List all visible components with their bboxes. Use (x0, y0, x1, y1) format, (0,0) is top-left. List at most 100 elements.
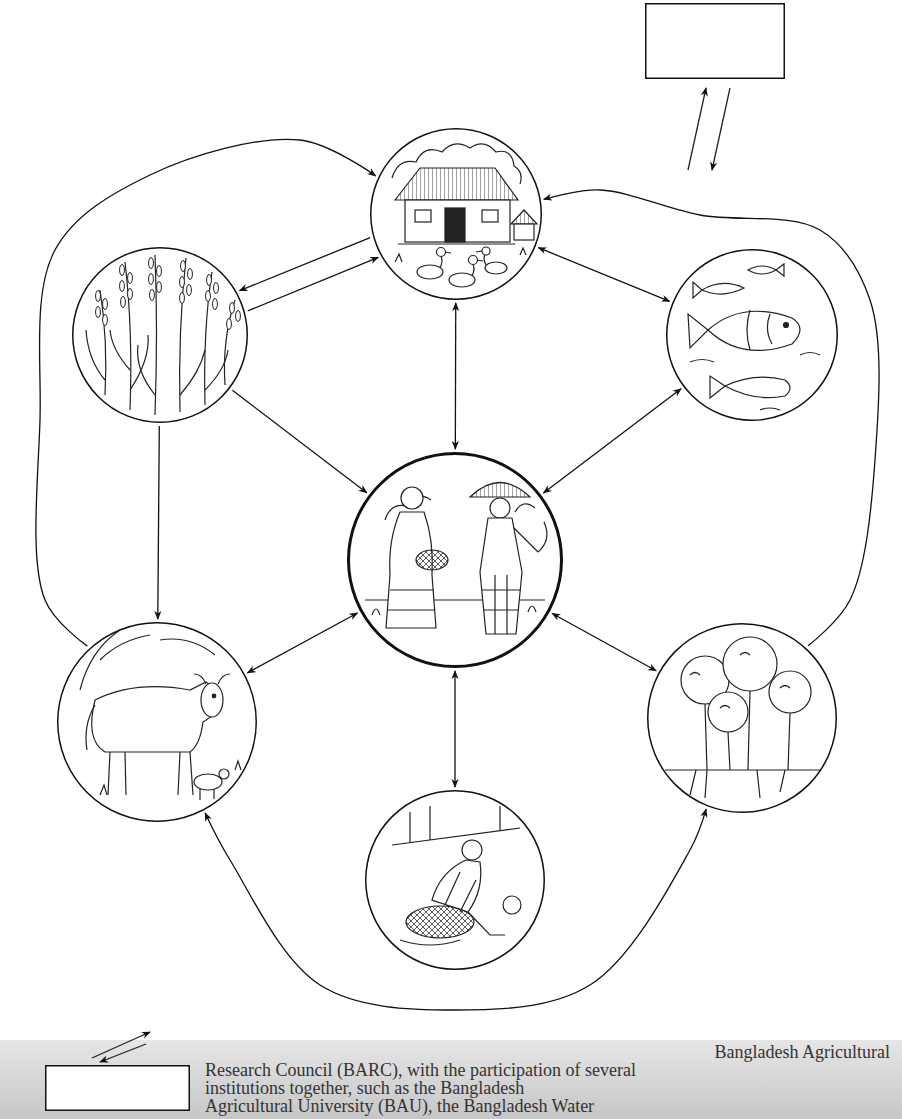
cattle-drawing (100, 761, 241, 795)
farm-family-circle-outline (347, 452, 563, 668)
livestock-circle-outline (57, 622, 257, 822)
handicraft-circle (365, 790, 545, 970)
faded-page-text: Bangladesh Agricultural (715, 1043, 890, 1061)
farmers-drawing (416, 550, 448, 570)
rice-drawing (181, 261, 186, 272)
homestead-drawing (511, 210, 537, 224)
livestock-circle (57, 622, 257, 822)
rice-drawing (128, 289, 133, 300)
fish-drawing (693, 282, 702, 298)
fish-drawing (725, 377, 790, 398)
trees-drawing (665, 769, 820, 770)
flow-arrow (544, 190, 879, 646)
fish-drawing (688, 264, 820, 410)
flow-arrow (454, 671, 455, 787)
trees-drawing (708, 692, 748, 732)
circle-outline (58, 623, 257, 822)
fish-drawing (702, 283, 744, 294)
box-outline (46, 1066, 190, 1111)
homestead-circle (370, 128, 542, 300)
rice-drawing (120, 281, 125, 292)
homestead-drawing (445, 252, 451, 253)
rice-drawing (157, 266, 162, 277)
rice-drawing (236, 311, 241, 322)
exchange-arrows (92, 88, 730, 1062)
rice-drawing (157, 282, 162, 293)
trees-drawing (690, 770, 785, 798)
blank-box (45, 1065, 190, 1111)
rice-drawing (180, 277, 185, 288)
fish-drawing (688, 314, 708, 348)
cattle-drawing (201, 683, 223, 717)
rice-drawing (213, 299, 218, 310)
fish-drawing (776, 264, 784, 276)
homestead-drawing (449, 273, 475, 287)
rice-drawing (96, 307, 101, 318)
weaving-drawing (392, 806, 521, 945)
rice-drawing (180, 293, 185, 304)
fish-drawing (690, 353, 820, 411)
rice-drawing (150, 290, 155, 301)
rice-drawing (120, 265, 125, 276)
crop-circle-outline (72, 247, 248, 423)
circle-outline (667, 250, 838, 421)
fish-drawing (747, 310, 772, 350)
weaving-drawing (462, 840, 482, 860)
fish-drawing (748, 266, 776, 274)
weaving-drawing (445, 872, 476, 912)
faded-page-text: institutions together, such as the Bangl… (205, 1079, 524, 1097)
cattle-drawing (86, 705, 95, 750)
fish-circle (666, 249, 838, 421)
fish-drawing (708, 311, 800, 350)
circle-outline (349, 454, 562, 667)
homestead-drawing (392, 144, 537, 287)
cattle-drawing (219, 769, 229, 779)
flow-arrow (543, 389, 681, 493)
blank-box (645, 3, 785, 79)
trees-circle (647, 623, 837, 813)
flow-arrow (36, 139, 376, 646)
flow-arrow (538, 248, 669, 302)
rice-drawing (103, 299, 108, 310)
farmers-drawing (470, 483, 530, 498)
flow-arrow (158, 426, 159, 619)
homestead-drawing (417, 265, 443, 279)
homestead-drawing (437, 248, 446, 257)
trees-drawing (690, 653, 790, 709)
fish-drawing (784, 323, 789, 328)
flow-arrow (240, 238, 371, 291)
cattle-drawing (92, 682, 219, 752)
rice-drawing (205, 272, 212, 405)
faded-page-text: Research Council (BARC), with the partic… (205, 1061, 636, 1079)
rice-drawing (149, 274, 154, 285)
trees-circle-outline (647, 623, 837, 813)
weaving-drawing (392, 806, 520, 845)
homestead-drawing (514, 224, 534, 240)
cattle-drawing (80, 630, 215, 690)
exchange-arrows (712, 88, 730, 170)
cattle-drawing (80, 630, 241, 800)
rice-drawing (187, 285, 192, 296)
cattle-drawing (194, 774, 222, 790)
farmers-drawing (482, 575, 520, 634)
flow-arrow (247, 613, 357, 673)
weaving-drawing (406, 906, 474, 938)
homestead-drawing (482, 210, 498, 222)
cattle-drawing (108, 752, 193, 795)
rice-drawing (86, 330, 228, 395)
cattle-drawing (200, 789, 214, 800)
fish-drawing (710, 376, 725, 398)
rice-drawing (224, 300, 235, 385)
farm-family-circle (347, 452, 563, 668)
weaving-drawing (400, 940, 460, 945)
farmers-drawing (514, 522, 547, 552)
farmers-drawing (388, 590, 435, 610)
cattle-drawing (194, 674, 230, 684)
trees-drawing (705, 691, 790, 770)
weaving-drawing (503, 896, 521, 914)
flow-arrow (232, 390, 366, 492)
